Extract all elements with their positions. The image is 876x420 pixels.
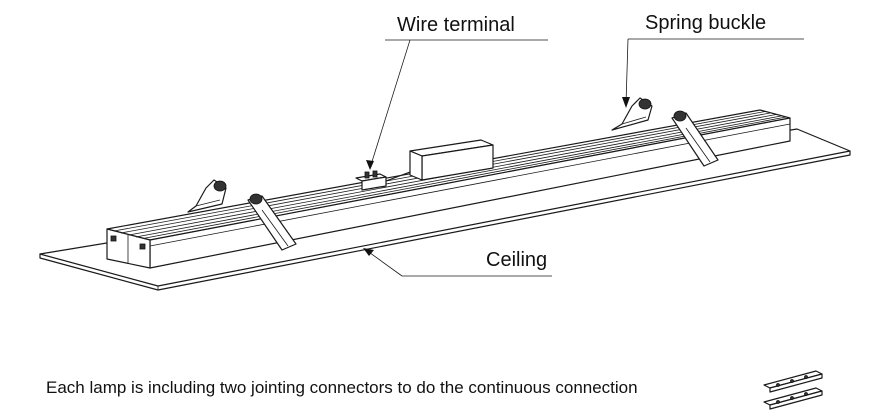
spring-buckle-left-back [187,179,227,213]
driver-box [409,139,494,181]
spring-buckle-right-front [671,110,719,167]
spring-buckle-right-back [611,97,653,131]
label-ceiling: Ceiling [486,249,547,271]
callout-ceiling: Ceiling [363,248,552,277]
callout-wire-terminal: Wire terminal [366,14,548,170]
label-spring-buckle: Spring buckle [645,12,766,34]
wire-terminal-block [355,170,411,191]
jointing-connectors-icon [763,370,823,410]
label-wire-terminal: Wire terminal [397,14,515,36]
callout-spring-buckle: Spring buckle [622,12,804,108]
spring-buckle-left-front [247,193,297,251]
caption-text: Each lamp is including two jointing conn… [46,378,638,397]
